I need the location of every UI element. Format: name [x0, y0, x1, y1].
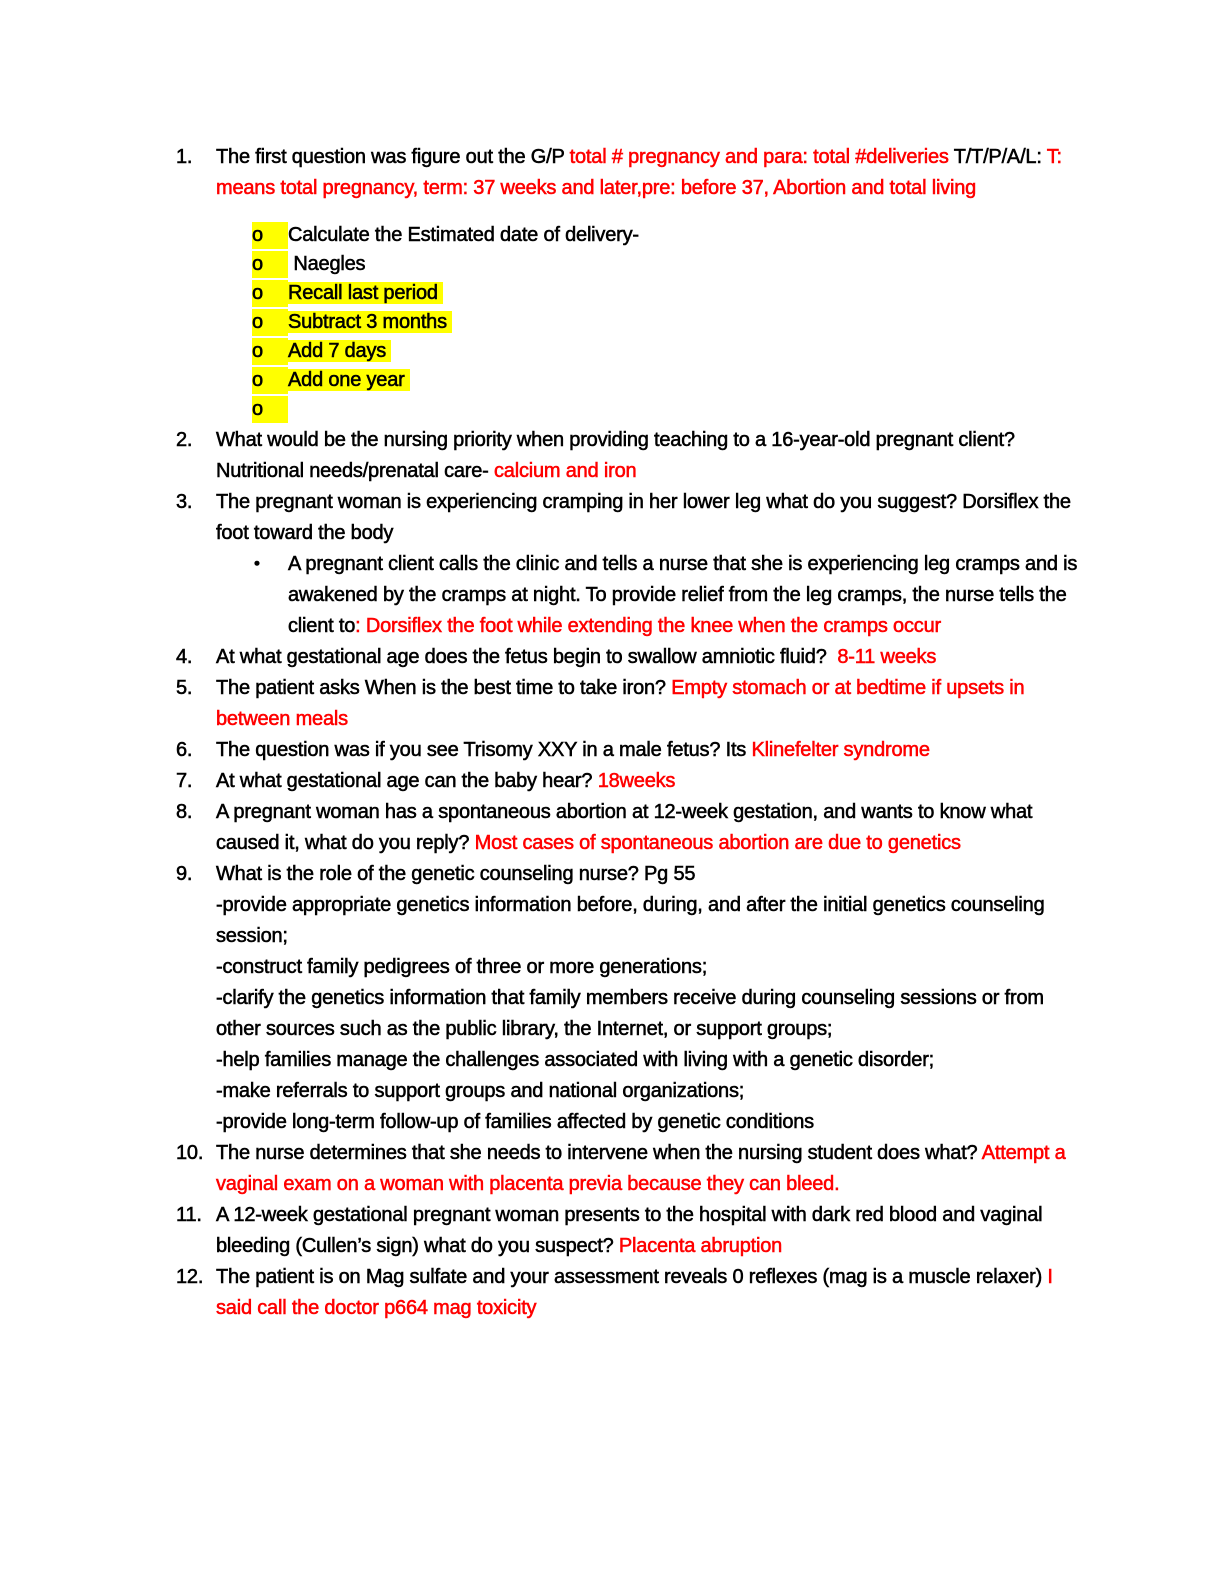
question-text: What is the role of the genetic counseli…: [216, 863, 696, 886]
answer-line: -make referrals to support groups and na…: [216, 1080, 745, 1103]
bullet-icon: •: [254, 554, 260, 574]
sub-list-item: o Naegles: [252, 251, 1080, 278]
item-number: 6.: [176, 739, 193, 762]
sub-list-text: Calculate the Estimated date of delivery…: [288, 224, 640, 247]
numbered-item: 10. The nurse determines that she needs t…: [176, 1138, 1080, 1200]
numbered-item: 4. At what gestational age does the fetus…: [176, 642, 1080, 673]
item-number: 9.: [176, 863, 193, 886]
sub-list-item: o: [252, 396, 1080, 423]
answer-text: Attempt a vaginal exam on a woman with p…: [216, 1142, 1066, 1196]
answer-line: -help families manage the challenges ass…: [216, 1049, 935, 1072]
answer-text: I said call the doctor p664 mag toxicity: [216, 1266, 1053, 1320]
numbered-item: 8. A pregnant woman has a spontaneous abo…: [176, 797, 1080, 859]
answer-line: -construct family pedigrees of three or …: [216, 956, 708, 979]
item-number: 3.: [176, 491, 193, 514]
sub-list-text: Naegles: [288, 253, 366, 276]
question-text: The patient asks When is the best time t…: [216, 677, 672, 700]
sub-list-text: Subtract 3 months: [288, 311, 452, 333]
question-text: What would be the nursing priority when …: [216, 429, 1015, 483]
o-marker: o: [252, 251, 288, 278]
sub-list-text: Recall last period: [288, 282, 443, 304]
question-text: At what gestational age can the baby hea…: [216, 770, 598, 793]
item-number: 8.: [176, 801, 193, 824]
numbered-item: 9. What is the role of the genetic counse…: [176, 859, 1080, 1138]
numbered-item: 3. The pregnant woman is experiencing cra…: [176, 487, 1080, 642]
item-number: 11.: [176, 1204, 202, 1227]
numbered-item: 12. The patient is on Mag sulfate and you…: [176, 1262, 1080, 1324]
o-marker: o: [252, 367, 288, 394]
o-marker: o: [252, 338, 288, 365]
question-text: The patient is on Mag sulfate and your a…: [216, 1266, 1048, 1289]
sub-list-text: Add one year: [288, 369, 410, 391]
question-text: A 12-week gestational pregnant woman pre…: [216, 1204, 1043, 1258]
o-marker: o: [252, 396, 288, 423]
item-number: 12.: [176, 1266, 204, 1289]
item-number: 5.: [176, 677, 193, 700]
item-number: 7.: [176, 770, 193, 793]
o-marker: o: [252, 280, 288, 307]
answer-text: Klinefelter syndrome: [751, 739, 930, 762]
answer-line: -provide long-term follow-up of families…: [216, 1111, 815, 1134]
item-number: 1.: [176, 146, 193, 169]
question-text: The pregnant woman is experiencing cramp…: [216, 491, 1072, 545]
question-text: The question was if you see Trisomy XXY …: [216, 739, 752, 762]
question-text: T/T/P/A/L:: [953, 146, 1047, 169]
bullet-item: • A pregnant client calls the clinic and …: [252, 549, 1080, 642]
answer-text: calcium and iron: [494, 460, 637, 483]
numbered-item: 1. The first question was figure out the …: [176, 142, 1080, 423]
answer-text: 18weeks: [597, 770, 676, 793]
answer-text: T: means total pregnancy, term: 37 weeks…: [216, 146, 1063, 200]
answer-text: Empty stomach or at bedtime if upsets in…: [216, 677, 1025, 731]
item-number: 10.: [176, 1142, 204, 1165]
question-list: 1. The first question was figure out the …: [176, 142, 1080, 1324]
item-number: 4.: [176, 646, 193, 669]
answer-text: 8-11 weeks: [837, 646, 937, 669]
numbered-item: 6. The question was if you see Trisomy XX…: [176, 735, 1080, 766]
question-text: A pregnant woman has a spontaneous abort…: [216, 801, 1033, 855]
numbered-item: 7. At what gestational age can the baby h…: [176, 766, 1080, 797]
numbered-item: 11. A 12-week gestational pregnant woman …: [176, 1200, 1080, 1262]
o-marker: o: [252, 222, 288, 249]
numbered-item: 2. What would be the nursing priority whe…: [176, 425, 1080, 487]
o-marker: o: [252, 309, 288, 336]
answer-text: Placenta abruption: [618, 1235, 783, 1258]
question-text: The nurse determines that she needs to i…: [216, 1142, 982, 1165]
numbered-item: 5. The patient asks When is the best time…: [176, 673, 1080, 735]
answer-text: Most cases of spontaneous abortion are d…: [474, 832, 961, 855]
answer-text: total # pregnancy and para: total #deliv…: [569, 146, 954, 169]
sub-list-text: Add 7 days: [288, 340, 392, 362]
answer-line: -clarify the genetics information that f…: [216, 987, 1045, 1041]
question-text: At what gestational age does the fetus b…: [216, 646, 838, 669]
answer-line: -provide appropriate genetics informatio…: [216, 894, 1045, 948]
answer-text: : Dorsiflex the foot while extending the…: [355, 615, 942, 638]
question-text: A pregnant client calls the clinic and t…: [288, 553, 1078, 638]
item-number: 2.: [176, 429, 193, 452]
question-text: The first question was figure out the G/…: [216, 146, 570, 169]
